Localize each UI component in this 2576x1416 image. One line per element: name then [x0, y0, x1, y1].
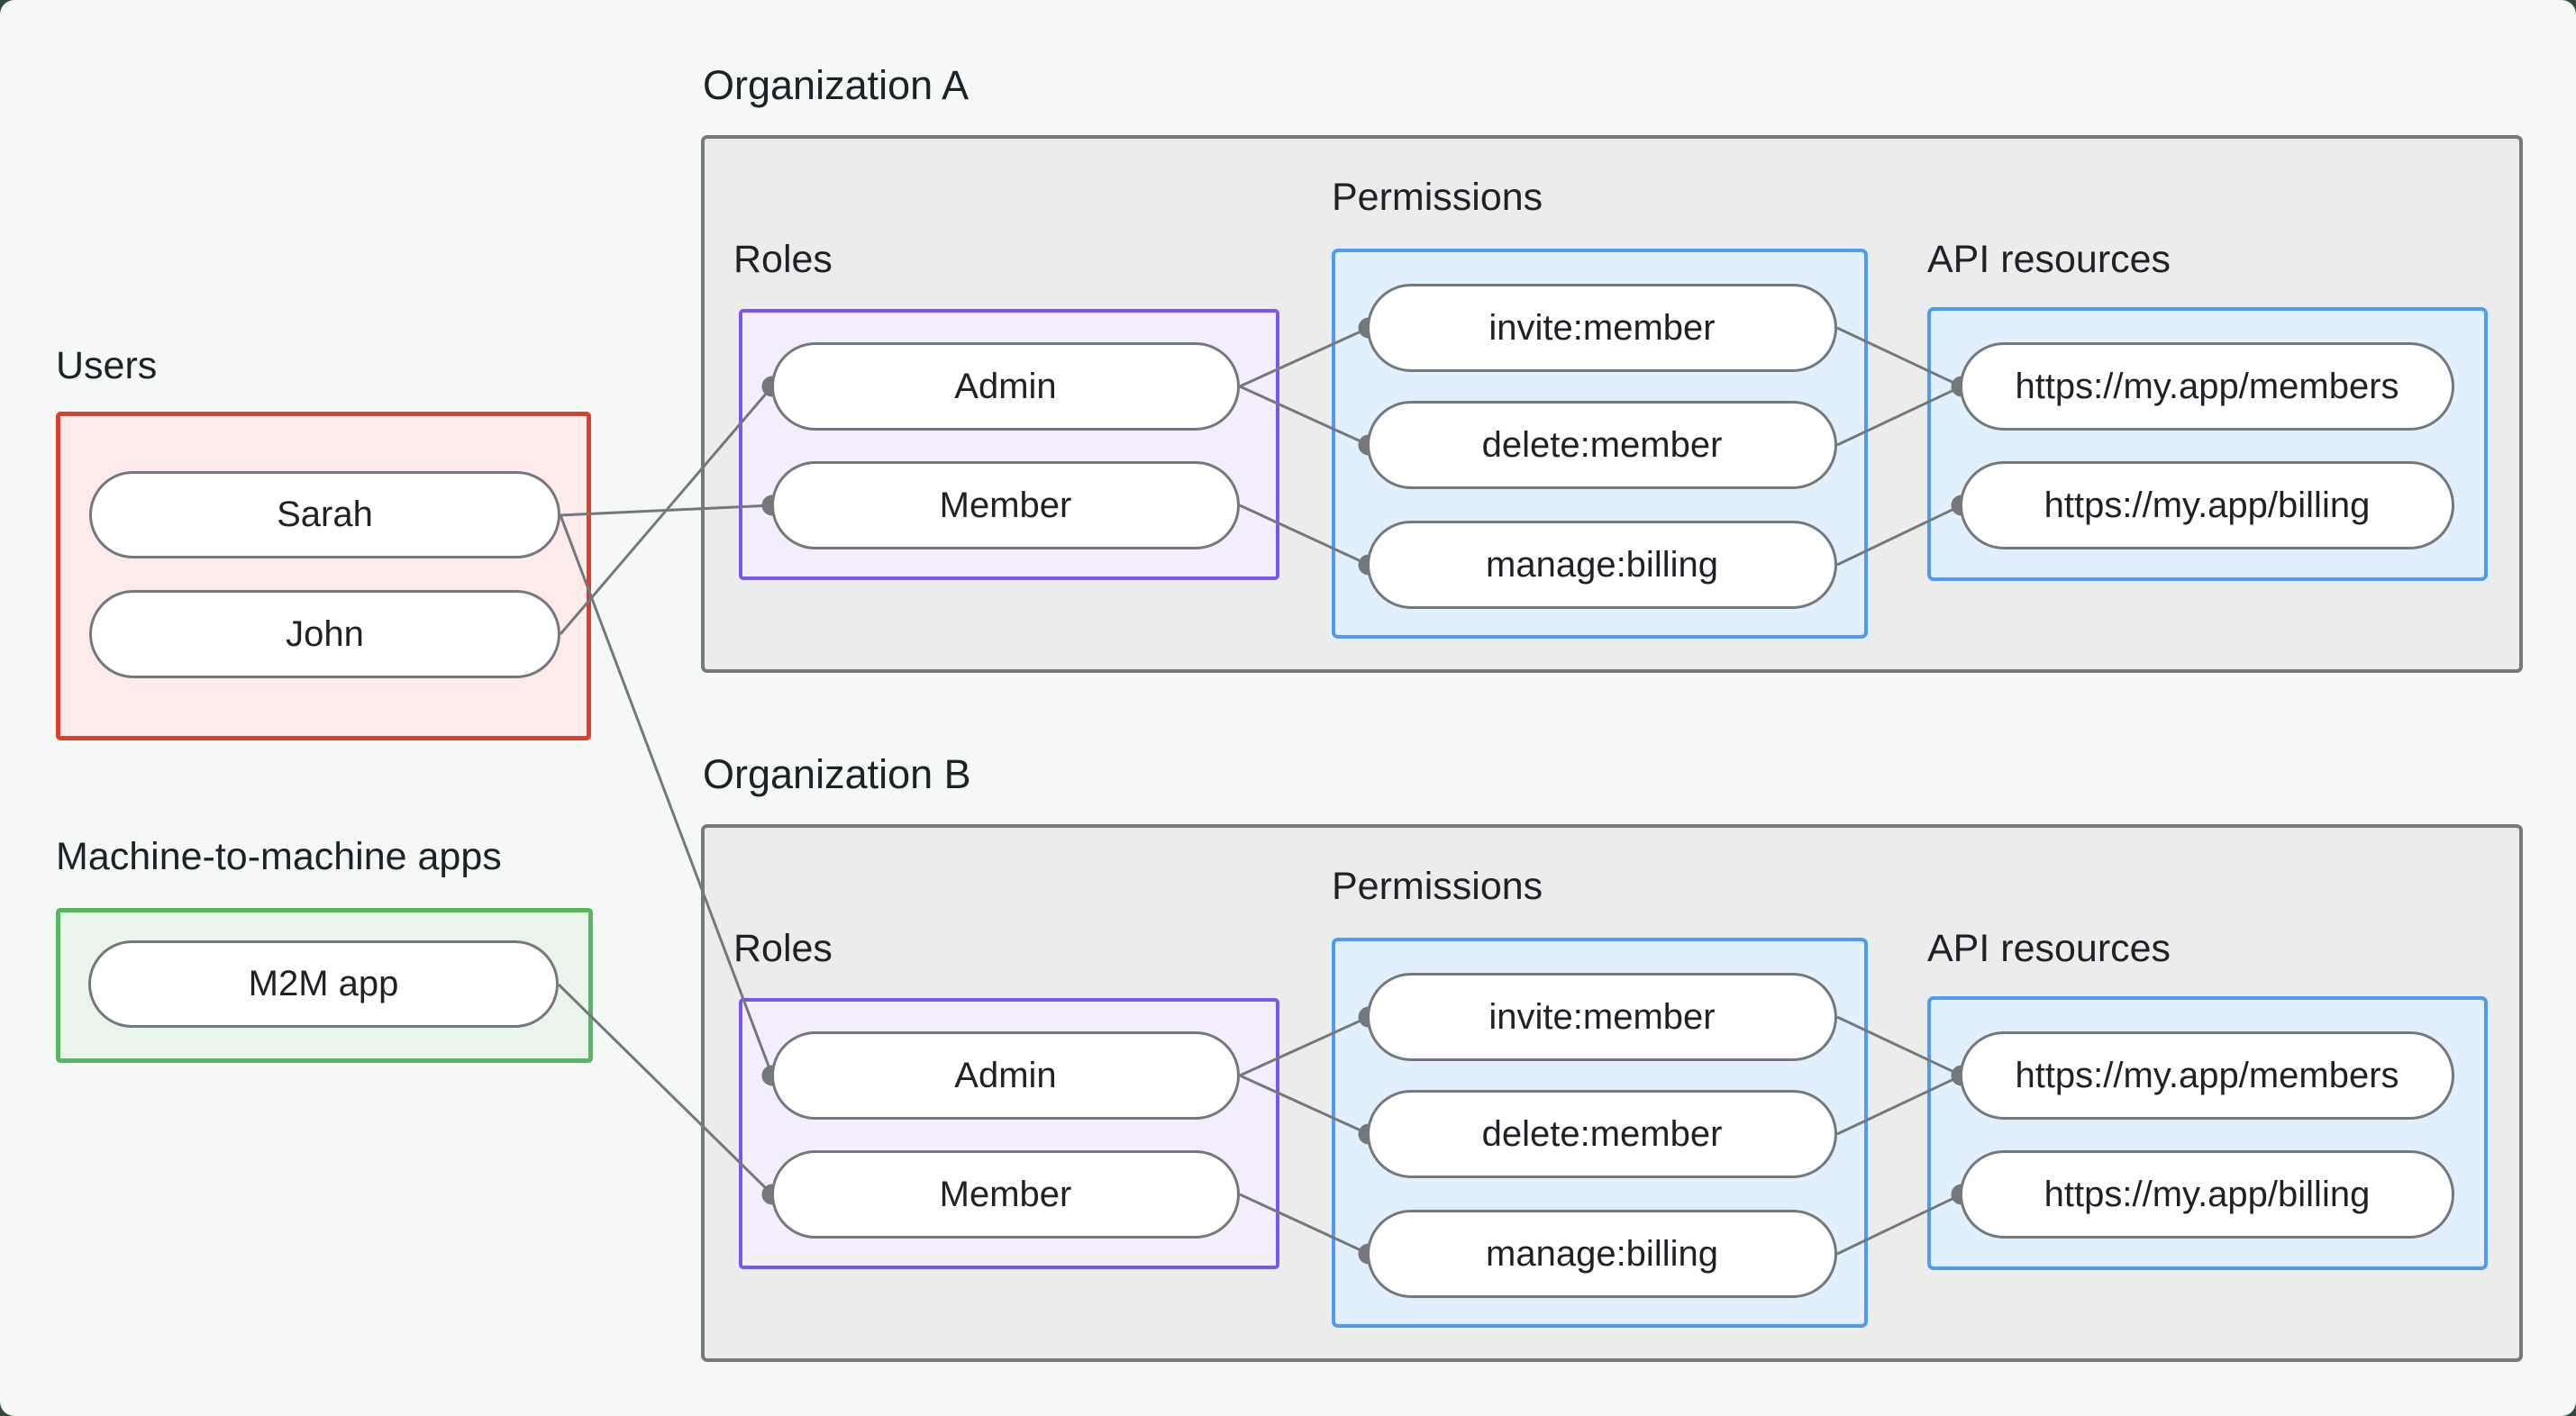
- org-b-permission-node-invite-member: invite:member: [1367, 973, 1837, 1061]
- org-a-api-node-members: https://my.app/members: [1960, 342, 2454, 431]
- org-a-permission-node-invite-member: invite:member: [1367, 284, 1837, 372]
- org-b-api-node-members: https://my.app/members: [1960, 1031, 2454, 1120]
- user-node-sarah: Sarah: [89, 471, 560, 558]
- users-title: Users: [56, 344, 158, 387]
- org-a-permission-node-manage-billing: manage:billing: [1367, 521, 1837, 609]
- org-a-role-node-admin: Admin: [771, 342, 1240, 431]
- org-a-roles-title: Roles: [733, 238, 833, 281]
- org-a-permissions-title: Permissions: [1332, 176, 1543, 219]
- machine-app-node-m2m: M2M app: [88, 940, 559, 1028]
- org-a-api-resources-title: API resources: [1927, 238, 2171, 281]
- org-a-role-node-member: Member: [771, 461, 1240, 549]
- org-b-role-node-member: Member: [771, 1150, 1240, 1239]
- organization-b-title: Organization B: [703, 751, 971, 797]
- org-b-permissions-title: Permissions: [1332, 865, 1543, 908]
- org-a-api-node-billing: https://my.app/billing: [1960, 461, 2454, 549]
- org-b-roles-title: Roles: [733, 927, 833, 970]
- org-b-api-node-billing: https://my.app/billing: [1960, 1150, 2454, 1239]
- org-b-api-resources-title: API resources: [1927, 927, 2171, 970]
- users-group-box: [56, 412, 591, 740]
- org-b-permission-node-manage-billing: manage:billing: [1367, 1210, 1837, 1298]
- org-b-role-node-admin: Admin: [771, 1031, 1240, 1120]
- user-node-john: John: [89, 590, 560, 678]
- org-b-permission-node-delete-member: delete:member: [1367, 1090, 1837, 1178]
- organization-a-title: Organization A: [703, 62, 969, 108]
- machine-apps-title: Machine-to-machine apps: [56, 835, 502, 878]
- org-a-permission-node-delete-member: delete:member: [1367, 401, 1837, 489]
